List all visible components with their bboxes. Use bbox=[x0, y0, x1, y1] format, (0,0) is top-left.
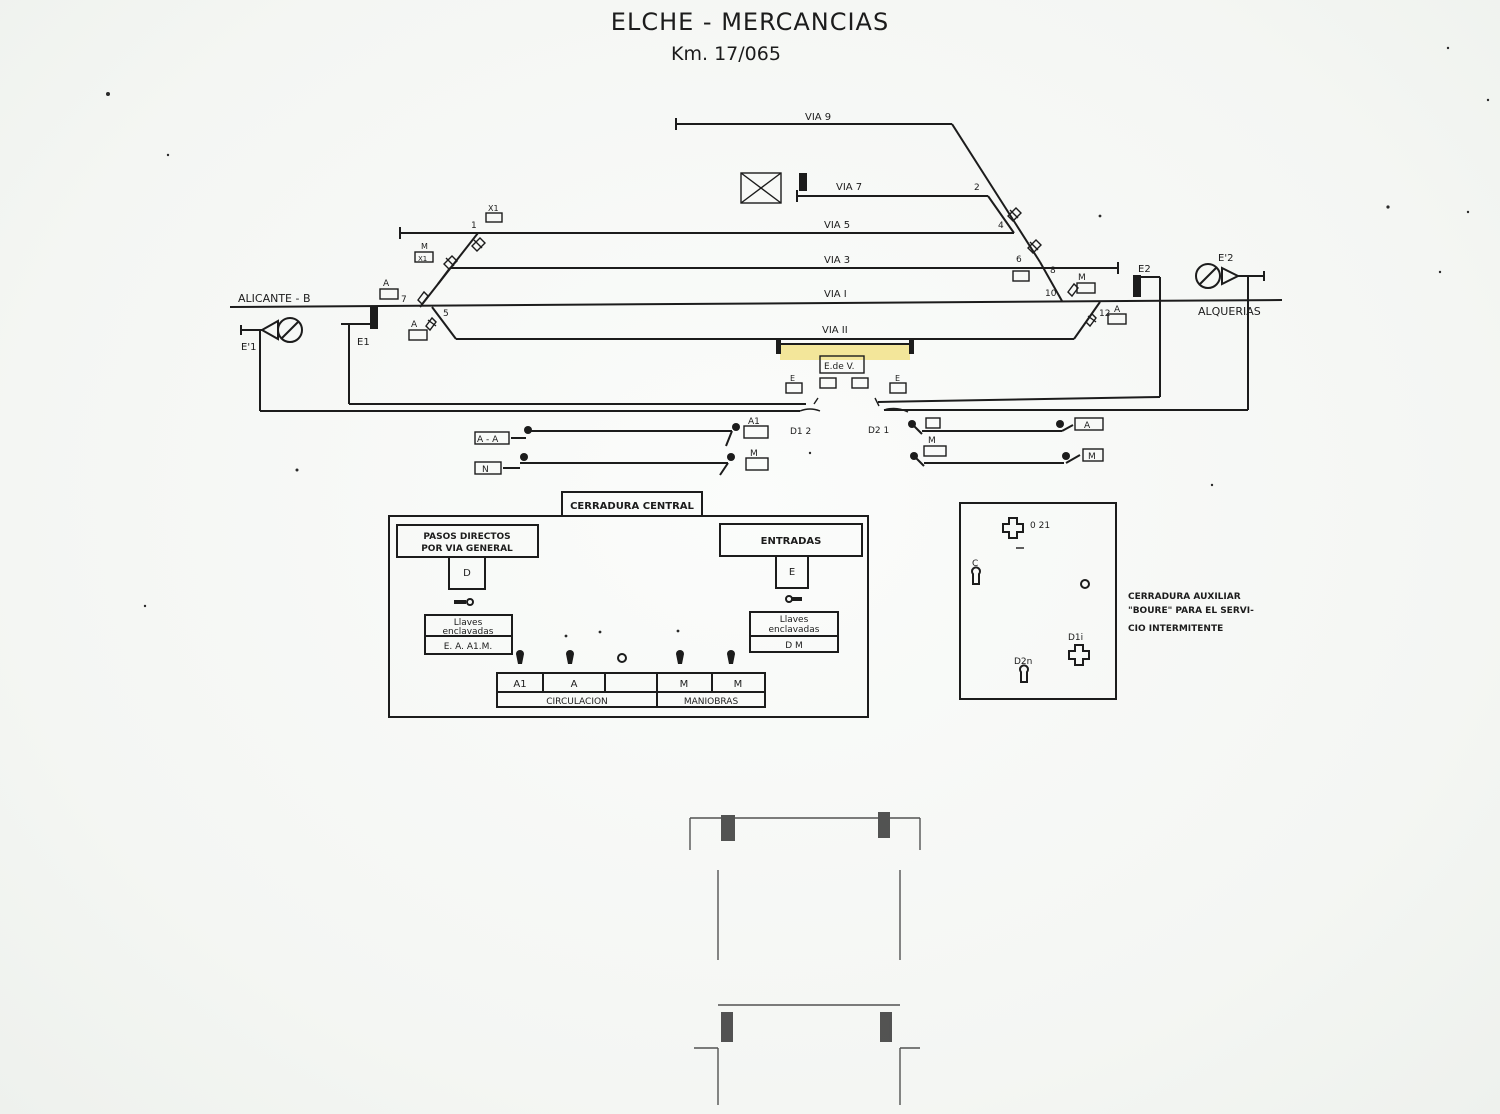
llaves-left-value: E. A. A1.M. bbox=[444, 642, 493, 652]
aux-desc-3: CIO INTERMITENTE bbox=[1128, 624, 1223, 634]
lever-label-m-left: M bbox=[750, 449, 758, 459]
track-label-via5: VIA 5 bbox=[824, 220, 850, 231]
diagram-title: ELCHE - MERCANCIAS bbox=[611, 8, 889, 36]
switch-10: 10 bbox=[1045, 289, 1057, 299]
label-entradas: ENTRADAS bbox=[761, 536, 822, 547]
aux-lock-panel bbox=[959, 502, 1117, 700]
lever-label-a1: A1 bbox=[748, 417, 760, 427]
key-d: D bbox=[463, 568, 471, 579]
lock-label-m-right: M bbox=[1078, 273, 1086, 283]
llaves-left-1: Llaves bbox=[454, 618, 483, 628]
lock-label-a-right: A bbox=[1114, 305, 1121, 315]
signal-label-e1-left: E'1 bbox=[241, 342, 256, 353]
lever-cell-5: M bbox=[734, 679, 743, 690]
keyhole-icon-c bbox=[971, 566, 981, 585]
track-label-via7: VIA 7 bbox=[836, 182, 862, 193]
label-circulacion: CIRCULACION bbox=[546, 697, 608, 707]
station-right: ALQUERIAS bbox=[1198, 305, 1261, 318]
track-label-via3: VIA 3 bbox=[824, 255, 850, 266]
control-wires bbox=[260, 396, 1248, 412]
switch-8: 8 bbox=[1050, 266, 1056, 276]
station-left: ALICANTE - B bbox=[238, 292, 311, 305]
central-lock-title: CERRADURA CENTRAL bbox=[570, 501, 694, 512]
lever-row-right-1 bbox=[908, 417, 1104, 435]
plus-icon-021 bbox=[1002, 517, 1024, 539]
lever-label-m-right: M bbox=[928, 436, 936, 446]
lever-cell-4: M bbox=[680, 679, 689, 690]
lever-row-left-2 bbox=[474, 453, 735, 476]
label-d12: D1 2 bbox=[790, 427, 811, 437]
diagram-subtitle: Km. 17/065 bbox=[671, 43, 781, 65]
binder-clip bbox=[689, 812, 921, 1105]
lever-label-n-left: N bbox=[482, 465, 489, 475]
lever-label-aa: A - A bbox=[477, 435, 499, 445]
llaves-right-value: D M bbox=[785, 641, 803, 651]
lever-cell-2: A bbox=[571, 679, 578, 690]
signal-e1 bbox=[341, 307, 378, 404]
key-e: E bbox=[789, 567, 795, 578]
aux-desc-2: "BOURE" PARA EL SERVI- bbox=[1128, 606, 1254, 616]
lock-label-x1-left: X1 bbox=[418, 255, 427, 263]
round-indicator bbox=[1080, 579, 1090, 589]
switch-4: 4 bbox=[998, 221, 1004, 231]
key-e-icon bbox=[792, 597, 802, 601]
lock-label-a-left-low: A bbox=[411, 320, 418, 330]
plus-icon-d1i bbox=[1068, 644, 1090, 666]
switch-12: 12 bbox=[1099, 309, 1110, 319]
llaves-right-1: Llaves bbox=[780, 615, 809, 625]
signal-e2 bbox=[1133, 275, 1161, 397]
track-label-via1: VIA I bbox=[824, 289, 847, 300]
switch-2: 2 bbox=[974, 183, 980, 193]
aux-desc-1: CERRADURA AUXILIAR bbox=[1128, 592, 1241, 602]
label-edev: E.de V. bbox=[824, 362, 855, 372]
keyhole-icon-d2n bbox=[1019, 664, 1029, 683]
lever-row-right-2 bbox=[910, 448, 1104, 467]
signal-label-e2-right: E'2 bbox=[1218, 253, 1233, 264]
label-d1i: D1i bbox=[1068, 633, 1083, 643]
label-c: C bbox=[972, 559, 978, 569]
paper-specks bbox=[106, 46, 1490, 608]
switch-1: 1 bbox=[471, 221, 477, 231]
label-e-right-key: E bbox=[895, 374, 900, 383]
key-d-icon bbox=[454, 600, 466, 604]
label-d2n: D2n bbox=[1014, 657, 1032, 667]
signal-label-e1: E1 bbox=[357, 337, 370, 348]
signal-e1-left bbox=[240, 317, 303, 411]
track-label-via2: VIA II bbox=[822, 325, 848, 336]
label-pasos-1: PASOS DIRECTOS bbox=[423, 532, 510, 542]
switch-7: 7 bbox=[401, 295, 407, 305]
label-maniobras: MANIOBRAS bbox=[684, 697, 739, 707]
station-building-highlight bbox=[780, 343, 910, 360]
central-lock-panel bbox=[388, 491, 869, 718]
switch-6: 6 bbox=[1016, 255, 1022, 265]
switch-5: 5 bbox=[443, 309, 449, 319]
label-pasos-2: POR VIA GENERAL bbox=[421, 544, 513, 554]
track-label-via9: VIA 9 bbox=[805, 112, 831, 123]
point-lock-symbols bbox=[417, 207, 1097, 332]
lever-label-n-right: M bbox=[1088, 452, 1096, 462]
lever-table bbox=[496, 672, 766, 708]
lock-label-a-left: A bbox=[383, 279, 390, 289]
llaves-left-2: enclavadas bbox=[443, 627, 494, 637]
lever-cell-1: A1 bbox=[513, 679, 526, 690]
lever-row-left-1 bbox=[474, 423, 740, 447]
lock-label-x1-top: X1 bbox=[488, 204, 499, 213]
signal-label-e2: E2 bbox=[1138, 264, 1151, 275]
label-e-left-key: E bbox=[790, 374, 795, 383]
lock-label-m-left: M bbox=[421, 242, 428, 251]
lever-label-a-bracket: A bbox=[1084, 421, 1091, 431]
label-021: 0 21 bbox=[1030, 521, 1050, 531]
lever-knobs bbox=[516, 629, 735, 664]
llaves-right-2: enclavadas bbox=[769, 625, 820, 635]
signal-e2-right bbox=[1195, 263, 1265, 410]
track-layout: VIA 9 VIA 7 VIA 5 VIA 3 VIA I VIA II bbox=[229, 112, 1283, 340]
goods-shed bbox=[740, 172, 782, 204]
label-d2: D2 1 bbox=[868, 426, 889, 436]
